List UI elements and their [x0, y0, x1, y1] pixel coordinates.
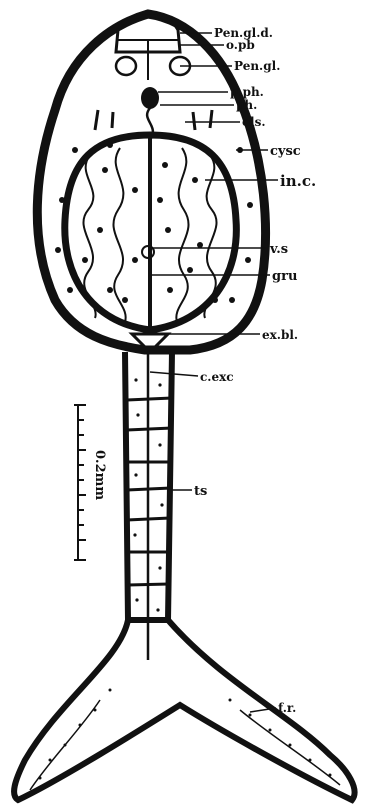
scale-bar-label: 0.2mm: [92, 450, 107, 500]
label-o-pb: o.pb: [226, 38, 255, 52]
label-ex-bl: ex.bl.: [262, 328, 298, 342]
eyespot-left: [116, 57, 136, 75]
label-cysc: cysc: [270, 144, 301, 159]
label-ph: ph.: [236, 98, 257, 112]
label-c-exc: c.exc: [200, 370, 234, 384]
label-pen-gl: Pen.gl.: [234, 59, 280, 73]
label-gru: gru: [272, 269, 297, 284]
label-v-s: v.s: [269, 242, 288, 257]
scale-bar: [74, 405, 86, 560]
label-in-c: in.c.: [280, 172, 316, 190]
pharynx: [141, 87, 159, 109]
label-f-r: f.r.: [278, 701, 296, 715]
label-ols: ols.: [242, 115, 266, 129]
furcal-rami: [14, 620, 354, 800]
label-ts: ts: [194, 484, 207, 499]
label-p-ph: p.ph.: [230, 85, 264, 99]
